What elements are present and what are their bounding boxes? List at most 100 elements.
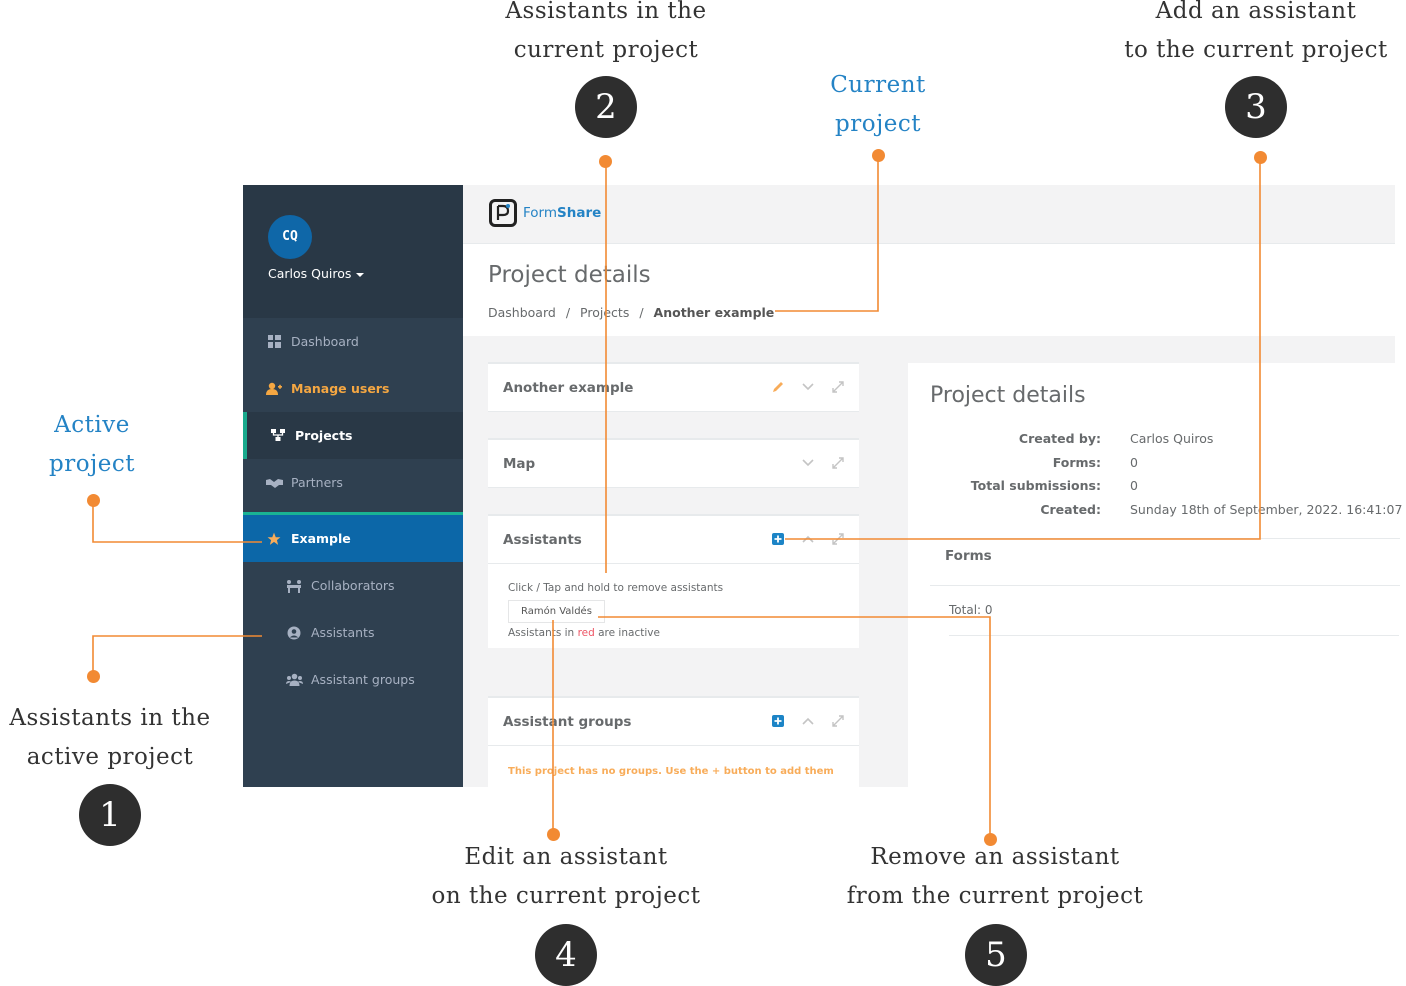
callout-dot — [547, 828, 560, 841]
annotation-active-project: Active project — [49, 412, 135, 477]
assistants-content: Click / Tap and hold to remove assistant… — [488, 564, 859, 648]
breadcrumb-current-project: Another example — [653, 305, 775, 320]
app-window: CQ Carlos Quiros Dashboard Manage users … — [243, 185, 1402, 816]
callout-number-1: 1 — [79, 784, 141, 846]
add-assistant-button[interactable] — [769, 530, 787, 548]
edit-pencil-icon[interactable] — [769, 378, 787, 396]
callout-dot — [872, 149, 885, 162]
panel-title: Assistant groups — [488, 698, 859, 746]
page-heading: Project details Dashboard / Projects / Anoth… — [463, 244, 1395, 336]
detail-row: Forms:0 — [1052, 454, 1138, 470]
details-list: Created by:Carlos Quiros Forms:0 Total s… — [908, 431, 1403, 525]
callout-dot — [87, 494, 100, 507]
callout-dot — [1254, 151, 1267, 164]
sidebar-item-assistant-groups[interactable]: Assistant groups — [243, 656, 463, 703]
callout-dot — [599, 155, 612, 168]
forms-title: Forms — [945, 548, 992, 564]
breadcrumb-projects[interactable]: Projects — [580, 305, 630, 320]
user-circle-icon — [287, 626, 301, 640]
sidebar-item-collaborators[interactable]: Collaborators — [243, 562, 463, 609]
sidebar-item-label: Example — [291, 531, 351, 546]
annotation-5: Remove an assistant from the current pro… — [846, 844, 1144, 909]
sidebar-item-label: Dashboard — [291, 334, 359, 349]
formshare-logo-icon — [489, 199, 517, 227]
chevron-up-icon[interactable] — [799, 712, 817, 730]
sidebar-item-assistants[interactable]: Assistants — [243, 609, 463, 656]
sidebar-item-manage-users[interactable]: Manage users — [243, 365, 463, 412]
sidebar-item-label: Assistant groups — [311, 672, 415, 687]
sidebar-item-active-project[interactable]: Example — [243, 515, 463, 562]
sidebar-item-partners[interactable]: Partners — [243, 459, 463, 506]
project-panel: Another example — [488, 362, 859, 412]
sidebar-item-label: Collaborators — [311, 578, 395, 593]
add-group-button[interactable] — [769, 712, 787, 730]
sidebar: CQ Carlos Quiros Dashboard Manage users … — [243, 185, 463, 787]
annotation-1: Assistants in the active project — [9, 705, 211, 770]
sidebar-item-label: Partners — [291, 475, 343, 490]
detail-row: Total submissions:0 — [970, 478, 1138, 493]
handshake-icon — [265, 476, 283, 490]
users-icon — [285, 673, 303, 687]
user-menu[interactable]: Carlos Quiros — [268, 266, 365, 281]
callout-number-5: 5 — [965, 924, 1027, 986]
annotation-4: Edit an assistant on the current project — [431, 844, 701, 909]
sidebar-item-label: Assistants — [311, 625, 375, 640]
expand-icon[interactable] — [829, 378, 847, 396]
inactive-note: Assistants in red are inactive — [508, 627, 660, 639]
panel-title: Map — [488, 440, 859, 488]
add-user-icon — [266, 382, 282, 396]
callout-line-active-project — [92, 500, 262, 543]
divider — [949, 635, 1399, 636]
assistants-hint: Click / Tap and hold to remove assistant… — [508, 582, 724, 594]
sidebar-item-dashboard[interactable]: Dashboard — [243, 318, 463, 365]
page-title: Project details — [488, 262, 651, 288]
forms-total: Total: 0 — [949, 603, 993, 617]
star-icon — [267, 532, 281, 546]
groups-content: This project has no groups. Use the + bu… — [488, 746, 859, 816]
callout-line-1 — [92, 635, 262, 676]
assistants-panel: Assistants Click / Tap and hold to remov… — [488, 514, 859, 648]
main-content: FormShare Project details Dashboard/Proj… — [463, 185, 1402, 816]
assistant-chip[interactable]: Ramón Valdés — [508, 600, 605, 623]
divider — [930, 538, 1400, 539]
sidebar-item-label: Manage users — [291, 381, 390, 396]
sidebar-divider — [243, 512, 463, 515]
chevron-down-icon[interactable] — [799, 454, 817, 472]
sitemap-icon — [271, 429, 285, 443]
breadcrumb-separator: / — [639, 305, 644, 320]
avatar[interactable]: CQ — [268, 215, 312, 259]
brand-logo[interactable]: FormShare — [489, 199, 601, 227]
annotation-current-project: Current project — [830, 72, 926, 137]
collaborators-icon — [287, 579, 301, 593]
callout-number-3: 3 — [1225, 76, 1287, 138]
annotation-3: Add an assistant to the current project — [1124, 0, 1388, 63]
breadcrumb-dashboard[interactable]: Dashboard — [488, 305, 556, 320]
user-name: Carlos Quiros — [268, 266, 352, 281]
divider — [930, 585, 1400, 586]
breadcrumb-separator: / — [565, 305, 571, 320]
top-navbar: FormShare — [463, 185, 1395, 244]
details-title: Project details — [930, 383, 1086, 408]
caret-down-icon — [356, 272, 365, 277]
callout-number-2: 2 — [575, 76, 637, 138]
callout-number-4: 4 — [535, 924, 597, 986]
sidebar-item-label: Projects — [295, 428, 353, 443]
panel-title: Assistants — [488, 516, 859, 564]
chevron-up-icon[interactable] — [799, 530, 817, 548]
expand-icon[interactable] — [829, 712, 847, 730]
chevron-down-icon[interactable] — [799, 378, 817, 396]
panel-title: Another example — [488, 364, 859, 412]
profile-header: CQ Carlos Quiros — [243, 185, 463, 318]
callout-dot — [87, 670, 100, 683]
expand-icon[interactable] — [829, 530, 847, 548]
assistant-groups-panel: Assistant groups This project has no gro… — [488, 696, 859, 816]
detail-row: Created:Sunday 18th of September, 2022. … — [1040, 501, 1403, 517]
map-panel: Map — [488, 438, 859, 488]
expand-icon[interactable] — [829, 454, 847, 472]
detail-row: Created by:Carlos Quiros — [1018, 431, 1214, 446]
brand-name: FormShare — [523, 205, 602, 221]
dashboard-icon — [267, 335, 281, 349]
breadcrumb: Dashboard / Projects / Another example — [488, 305, 774, 320]
sidebar-item-projects[interactable]: Projects — [243, 412, 463, 459]
project-details-panel: Project details Created by:Carlos Quiros… — [908, 363, 1403, 793]
